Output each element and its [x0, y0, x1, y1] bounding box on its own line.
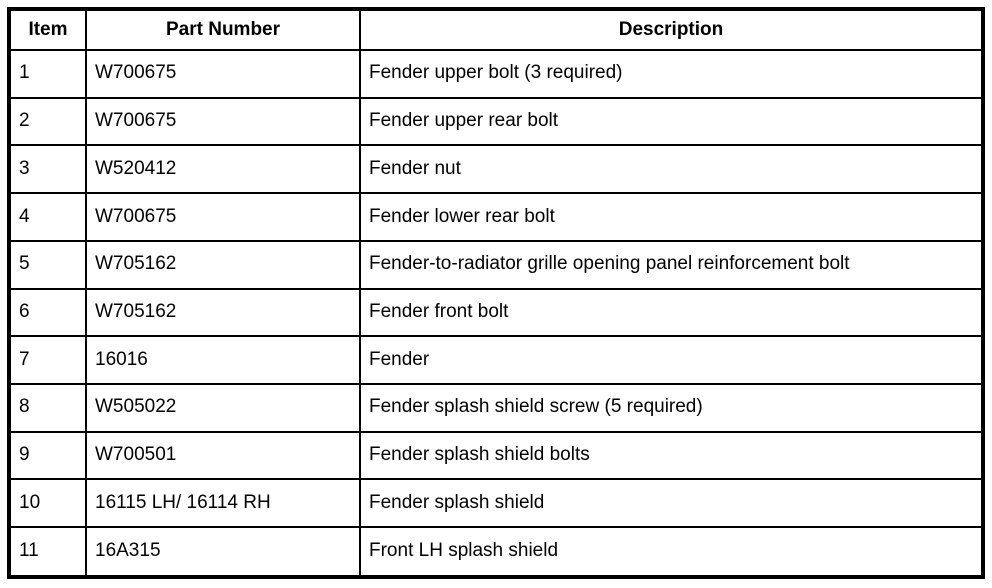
header-part-number: Part Number [85, 8, 361, 51]
header-description: Description [359, 8, 984, 51]
table-row: 5 W705162 Fender-to-radiator grille open… [8, 239, 984, 290]
description-cell: Fender splash shield screw (5 required) [359, 383, 984, 433]
part-number-cell: W700501 [85, 430, 361, 481]
item-cell: 11 [8, 526, 87, 578]
description-cell: Fender front bolt [359, 287, 984, 338]
part-number-cell: W700675 [85, 96, 361, 147]
parts-table: Item Part Number Description 1 W700675 F… [7, 7, 985, 579]
table-row: 3 W520412 Fender nut [8, 144, 984, 195]
table-row: 9 W700501 Fender splash shield bolts [8, 430, 984, 481]
table-row: 8 W505022 Fender splash shield screw (5 … [8, 383, 984, 433]
parts-table-body: 1 W700675 Fender upper bolt (3 required)… [8, 49, 984, 578]
table-row: 7 16016 Fender [8, 335, 984, 386]
header-item: Item [8, 8, 87, 51]
item-cell: 2 [8, 96, 87, 147]
item-cell: 4 [8, 192, 87, 242]
part-number-cell: W700675 [85, 49, 361, 99]
table-row: 6 W705162 Fender front bolt [8, 287, 984, 338]
part-number-cell: W700675 [85, 192, 361, 242]
table-row: 4 W700675 Fender lower rear bolt [8, 192, 984, 242]
description-cell: Fender nut [359, 144, 984, 195]
description-cell: Fender-to-radiator grille opening panel … [359, 239, 984, 290]
description-cell: Fender [359, 335, 984, 386]
description-cell: Fender upper bolt (3 required) [359, 49, 984, 99]
item-cell: 8 [8, 383, 87, 433]
description-cell: Fender splash shield bolts [359, 430, 984, 481]
part-number-cell: 16115 LH/ 16114 RH [85, 478, 361, 529]
item-cell: 10 [8, 478, 87, 529]
item-cell: 7 [8, 335, 87, 386]
description-cell: Fender lower rear bolt [359, 192, 984, 242]
header-row: Item Part Number Description [8, 8, 984, 51]
table-row: 2 W700675 Fender upper rear bolt [8, 96, 984, 147]
parts-table-header: Item Part Number Description [8, 8, 984, 51]
table-row: 1 W700675 Fender upper bolt (3 required) [8, 49, 984, 99]
part-number-cell: W505022 [85, 383, 361, 433]
description-cell: Front LH splash shield [359, 526, 984, 578]
table-row: 11 16A315 Front LH splash shield [8, 526, 984, 578]
part-number-cell: 16A315 [85, 526, 361, 578]
item-cell: 1 [8, 49, 87, 99]
description-cell: Fender upper rear bolt [359, 96, 984, 147]
part-number-cell: W705162 [85, 287, 361, 338]
item-cell: 9 [8, 430, 87, 481]
item-cell: 6 [8, 287, 87, 338]
part-number-cell: 16016 [85, 335, 361, 386]
part-number-cell: W705162 [85, 239, 361, 290]
description-cell: Fender splash shield [359, 478, 984, 529]
table-row: 10 16115 LH/ 16114 RH Fender splash shie… [8, 478, 984, 529]
item-cell: 5 [8, 239, 87, 290]
item-cell: 3 [8, 144, 87, 195]
part-number-cell: W520412 [85, 144, 361, 195]
